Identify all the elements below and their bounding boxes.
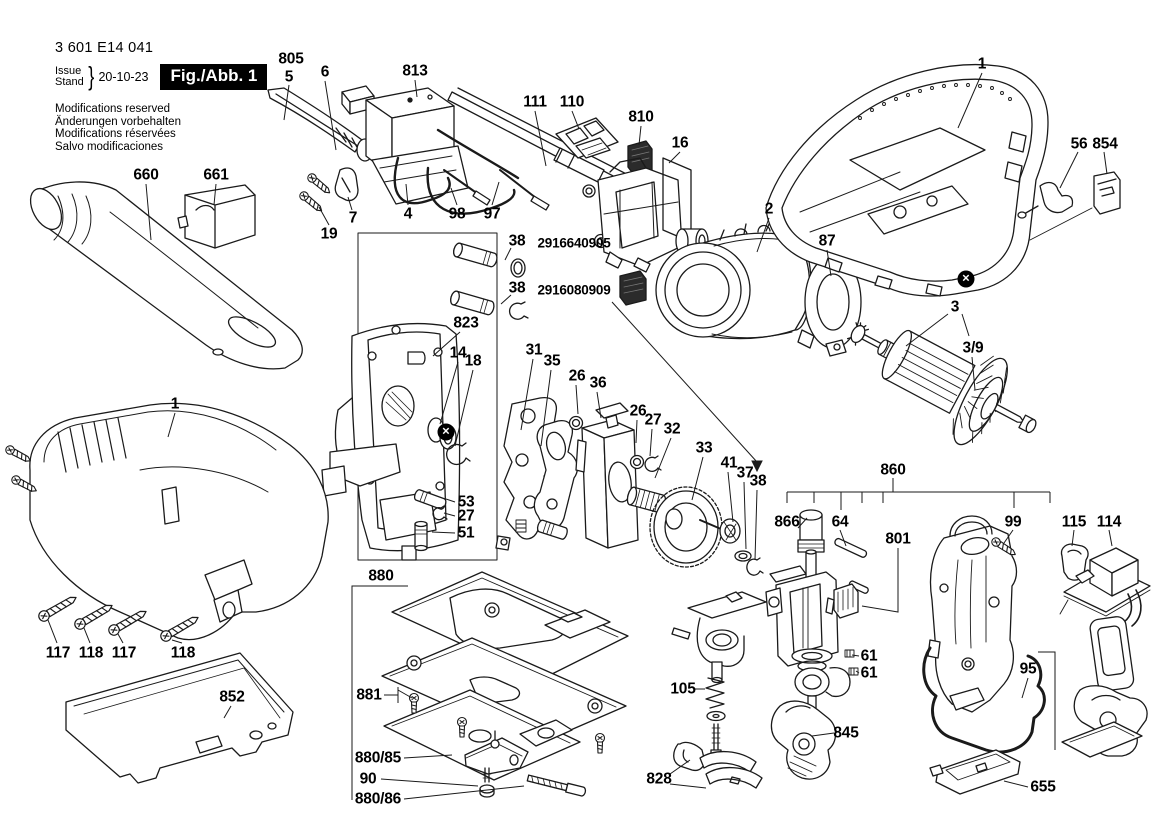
issue-label: Issue [55,64,82,77]
note-line: Änderungen vorbehalten [55,115,181,128]
note-line: Salvo modificaciones [55,140,164,153]
cover-cap [177,184,256,249]
suction-nozzle [29,181,303,370]
cord-and-switch-assembly [267,85,648,218]
title-block: 3 601 E14 041 Issue Stand } 20-10-23 Fig… [55,40,268,153]
note-line: Modifications reserved [55,103,171,115]
lifting-mechanism-parts [495,396,764,576]
brush-holder-assembly [575,137,709,306]
modification-notes: Modifications reserved Änderungen vorbeh… [55,103,267,153]
pendulum-carrier-parts [671,591,767,789]
issue-row: Issue Stand } 20-10-23 Fig./Abb. 1 [55,61,268,92]
leader-lines [47,72,1113,800]
armature [846,322,1037,446]
support-housing-assembly [922,515,1046,795]
tool-left-view [3,402,329,644]
note-line: Modifications réservées [55,128,176,140]
base-plate-assembly [381,571,629,798]
brace-glyph: } [88,61,95,91]
figure-label: Fig./Abb. 1 [160,63,268,90]
type-number: 3 601 E14 041 [55,40,154,56]
gear-housing-assembly [321,232,529,561]
stand-label: Stand [55,75,84,88]
plunger-assembly [765,509,869,780]
electronics-module [1059,543,1151,758]
glide-shoe-plate [65,652,294,784]
issue-date: 20-10-23 [98,69,149,84]
housing-right-half [765,63,1121,297]
stator [655,221,812,340]
issue-stand-labels: Issue Stand [55,64,84,88]
